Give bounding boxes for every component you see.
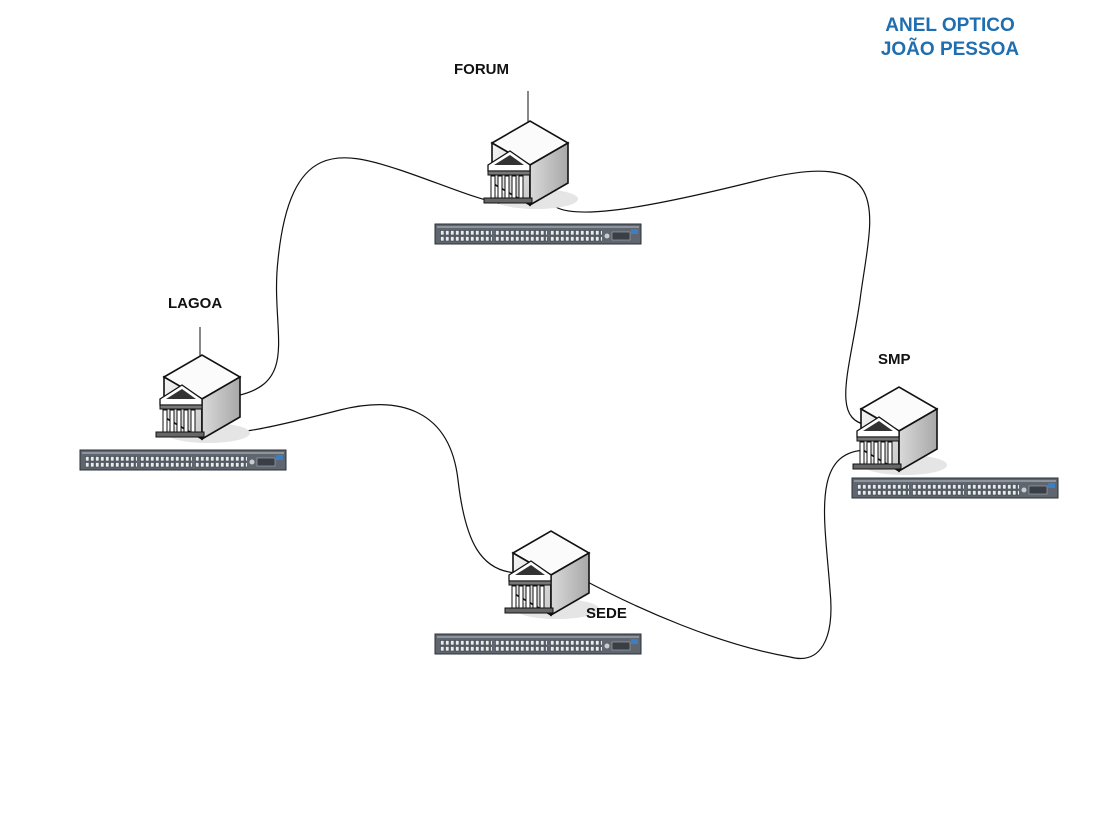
switch-smp-icon — [851, 477, 1059, 499]
diagram-title: ANEL OPTICO JOÃO PESSOA — [860, 14, 1040, 62]
node-forum — [434, 120, 642, 245]
label-smp: SMP — [878, 351, 911, 368]
node-lagoa — [79, 354, 287, 471]
label-forum: FORUM — [454, 61, 509, 78]
node-smp — [851, 386, 1059, 499]
title-line-2: JOÃO PESSOA — [880, 39, 1020, 60]
link-lagoa-forum — [239, 157, 529, 396]
link-sede-lagoa — [201, 404, 521, 574]
link-forum-smp — [547, 170, 871, 426]
switch-forum-icon — [434, 223, 642, 245]
router-lagoa-icon — [155, 354, 251, 444]
title-line-1: ANEL OPTICO — [885, 15, 1015, 36]
label-lagoa: LAGOA — [168, 295, 223, 312]
switch-sede-icon — [434, 633, 642, 655]
link-smp-sede — [544, 449, 869, 659]
label-sede: SEDE — [586, 605, 627, 622]
router-sede-icon — [504, 530, 600, 620]
node-sede — [434, 530, 642, 655]
router-smp-icon — [852, 386, 948, 476]
router-forum-icon — [483, 120, 579, 210]
switch-lagoa-icon — [79, 449, 287, 471]
